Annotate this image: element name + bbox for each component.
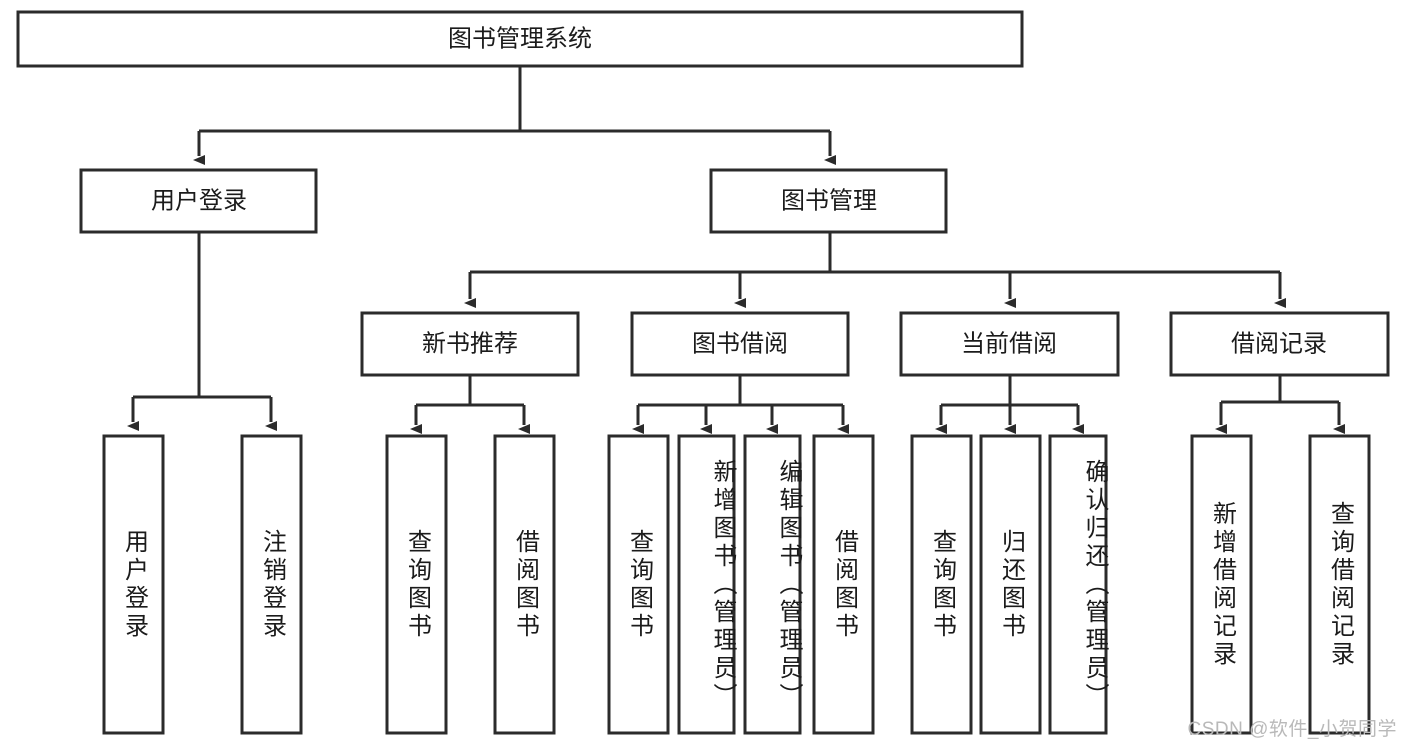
connector-currentborrow-to-leaves: [935, 375, 1084, 434]
leaf-box-edit-book[interactable]: [743, 434, 802, 735]
connector-root-to-level2: [193, 66, 836, 165]
leaf-box-return-book[interactable]: [979, 434, 1042, 735]
node-book-borrow[interactable]: 图书借阅: [630, 311, 850, 377]
node-new-book-recommend[interactable]: 新书推荐: [360, 311, 580, 377]
leaf-box-borrow-book-1[interactable]: [493, 434, 556, 735]
node-new-book-recommend-label: 新书推荐: [422, 330, 518, 357]
leaf-box-user-logout[interactable]: [240, 434, 303, 735]
connector-newbook-to-leaves: [410, 375, 530, 434]
leaf-box-add-record[interactable]: [1190, 434, 1253, 735]
node-root[interactable]: 图书管理系统: [16, 10, 1024, 68]
leaf-box-confirm-return[interactable]: [1048, 434, 1108, 735]
node-current-borrow-label: 当前借阅: [961, 330, 1057, 357]
leaf-box-query-book-1[interactable]: [385, 434, 448, 735]
connector-bookmgmt-to-level3: [464, 232, 1286, 308]
node-root-label: 图书管理系统: [448, 25, 592, 52]
connector-userlogin-to-leaves: [127, 232, 277, 431]
leaf-box-add-book[interactable]: [677, 434, 736, 735]
node-book-management[interactable]: 图书管理: [709, 168, 948, 234]
node-borrow-record-label: 借阅记录: [1231, 330, 1327, 357]
node-user-login-label: 用户登录: [151, 187, 247, 214]
node-book-management-label: 图书管理: [781, 187, 877, 214]
leaf-box-user-login[interactable]: [102, 434, 165, 735]
node-current-borrow[interactable]: 当前借阅: [899, 311, 1120, 377]
watermark: CSDN @软件_小贺同学: [1187, 719, 1397, 740]
leaf-box-query-book-3[interactable]: [910, 434, 973, 735]
leaf-box-query-book-2[interactable]: [607, 434, 670, 735]
leaf-box-query-record[interactable]: [1308, 434, 1371, 735]
connector-bookborrow-to-leaves: [632, 375, 849, 434]
leaf-box-borrow-book-2[interactable]: [812, 434, 875, 735]
node-borrow-record[interactable]: 借阅记录: [1169, 311, 1390, 377]
node-book-borrow-label: 图书借阅: [692, 330, 788, 357]
node-user-login[interactable]: 用户登录: [79, 168, 318, 234]
connector-borrowrecord-to-leaves: [1215, 375, 1345, 434]
